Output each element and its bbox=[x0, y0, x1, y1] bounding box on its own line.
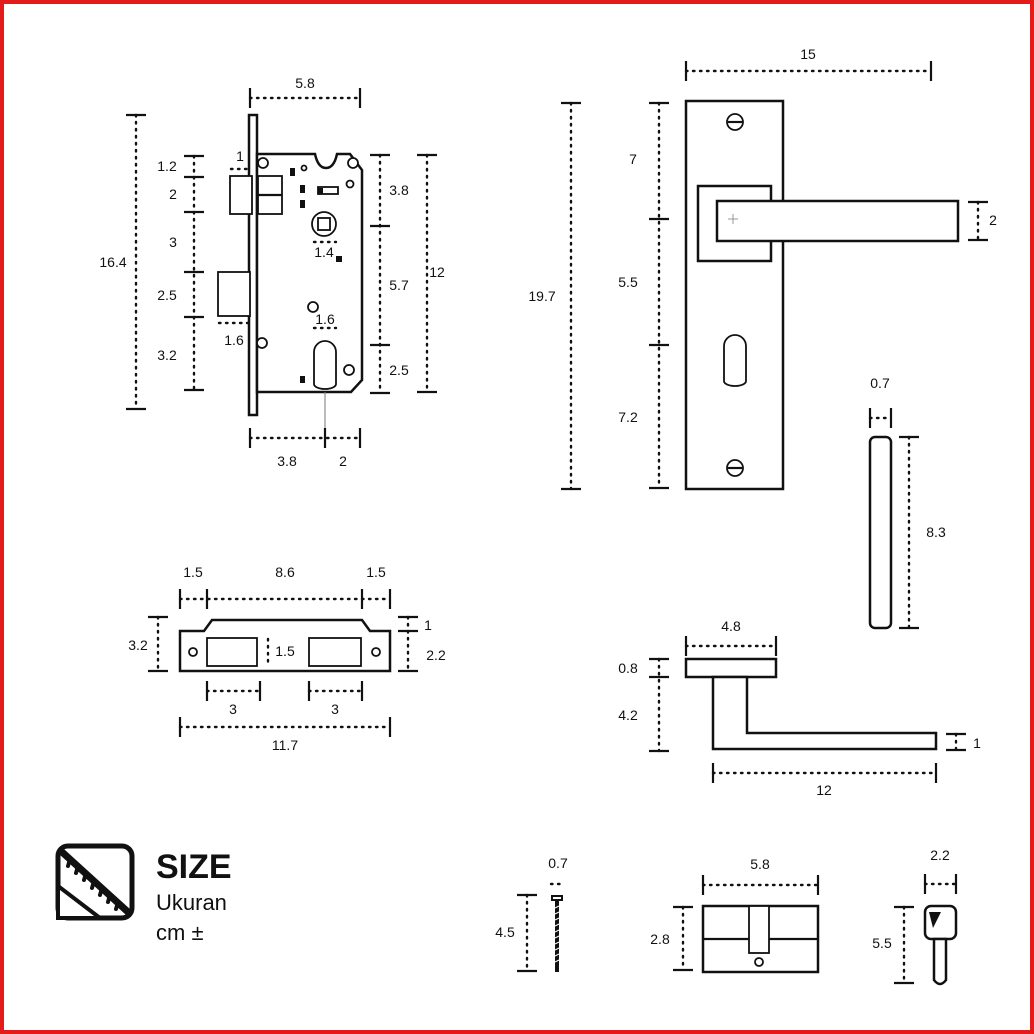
strike-total-width-label: 11.7 bbox=[272, 737, 298, 753]
strike-slot-height-label: 1.5 bbox=[275, 643, 295, 659]
lever-depth-label: 4.2 bbox=[618, 707, 638, 723]
screw-diameter-label: 0.7 bbox=[548, 855, 568, 871]
spindle-bar bbox=[868, 435, 893, 630]
mortise-right-1-label: 3.8 bbox=[389, 182, 409, 198]
strike-center-label: 8.6 bbox=[275, 564, 295, 580]
mortise-spindle-label: 1.4 bbox=[314, 244, 334, 260]
lever-side-drawing: 4.8 0.8 4.2 1 12 bbox=[618, 618, 981, 798]
mortise-right-total-label: 12 bbox=[429, 264, 445, 280]
mortise-seg-4-label: 2.5 bbox=[157, 287, 177, 303]
mortise-deadbolt-offset-label: 1.6 bbox=[224, 332, 244, 348]
plate-seg-mid-label: 5.5 bbox=[618, 274, 638, 290]
lever-rose-side bbox=[684, 657, 778, 679]
key-bow bbox=[923, 904, 958, 941]
lever-tip-label: 1 bbox=[973, 735, 981, 751]
handle-plate-drawing: 15 19.7 7 5.5 7.2 2 bbox=[528, 46, 997, 491]
size-unit: cm ± bbox=[156, 920, 204, 945]
cylinder-height-label: 2.8 bbox=[650, 931, 670, 947]
size-legend: SIZE Ukuran cm ± bbox=[55, 843, 232, 945]
mortise-bottom-1-label: 3.8 bbox=[277, 453, 297, 469]
spindle-length-label: 8.3 bbox=[926, 524, 946, 540]
plate-seg-top-label: 7 bbox=[629, 151, 637, 167]
mortise-cylinder-label: 1.6 bbox=[315, 311, 335, 327]
strike-height-label: 3.2 bbox=[128, 637, 148, 653]
mortise-seg-1-label: 1.2 bbox=[157, 158, 177, 174]
cylinder-length-label: 5.8 bbox=[750, 856, 770, 872]
mortise-right-3-label: 2.5 bbox=[389, 362, 409, 378]
lever-length-label: 12 bbox=[816, 782, 832, 798]
key-blade bbox=[932, 937, 948, 986]
handle-backplate bbox=[684, 99, 785, 491]
mortise-total-height-label: 16.4 bbox=[99, 254, 126, 270]
key-width-label: 2.2 bbox=[930, 847, 950, 863]
mortise-right-2-label: 5.7 bbox=[389, 277, 409, 293]
spindle-thickness-label: 0.7 bbox=[870, 375, 890, 391]
mortise-width-label: 5.8 bbox=[295, 75, 315, 91]
lever-side-profile bbox=[711, 675, 938, 751]
mortise-seg-5-label: 3.2 bbox=[157, 347, 177, 363]
plate-seg-bottom-label: 7.2 bbox=[618, 409, 638, 425]
rose-width-label: 4.8 bbox=[721, 618, 741, 634]
strike-left-edge-label: 1.5 bbox=[183, 564, 203, 580]
lever-thickness-label: 2 bbox=[989, 212, 997, 228]
strike-right-edge-label: 1.5 bbox=[366, 564, 386, 580]
strike-inner-offset-label: 1 bbox=[424, 617, 432, 633]
strike-inner-height-label: 2.2 bbox=[426, 647, 446, 663]
handle-lever bbox=[715, 199, 960, 243]
mortise-bottom-2-label: 2 bbox=[339, 453, 347, 469]
mortise-cylinder-hole bbox=[313, 340, 337, 390]
strike-slot-1-label: 3 bbox=[229, 701, 237, 717]
strike-slot-2-label: 3 bbox=[331, 701, 339, 717]
size-subtitle: Ukuran bbox=[156, 890, 227, 915]
screw-drawing: 0.7 4.5 bbox=[495, 855, 568, 973]
ruler-icon bbox=[55, 843, 135, 921]
mortise-seg-2-label: 2 bbox=[169, 186, 177, 202]
key-length-label: 5.5 bbox=[872, 935, 892, 951]
mortise-latch-offset-label: 1 bbox=[236, 148, 244, 164]
plate-keyhole bbox=[723, 334, 747, 387]
strike-plate-drawing: 1.5 8.6 1.5 3.2 1.5 1 2.2 3 3 11.7 bbox=[128, 564, 446, 753]
plate-width-label: 15 bbox=[800, 46, 816, 62]
rose-thickness-label: 0.8 bbox=[618, 660, 638, 676]
cylinder-cam bbox=[748, 905, 770, 954]
strike-slot-2 bbox=[308, 637, 362, 667]
mortise-lock-drawing: 5.8 16.4 1.2 2 3 2.5 3.2 1 1.6 1.4 1.6 bbox=[99, 75, 445, 469]
screw-length-label: 4.5 bbox=[495, 924, 515, 940]
mortise-deadbolt bbox=[217, 271, 251, 317]
plate-total-height-label: 19.7 bbox=[528, 288, 555, 304]
size-title: SIZE bbox=[156, 848, 232, 886]
mortise-latch bbox=[229, 175, 253, 215]
mortise-screw-hole bbox=[257, 157, 269, 169]
cylinder-drawing: 5.8 2.8 bbox=[650, 856, 820, 974]
mortise-seg-3-label: 3 bbox=[169, 234, 177, 250]
spindle-bar-drawing: 0.7 8.3 bbox=[868, 375, 946, 630]
key-drawing: 2.2 5.5 bbox=[872, 847, 958, 986]
strike-slot-1 bbox=[206, 637, 258, 667]
